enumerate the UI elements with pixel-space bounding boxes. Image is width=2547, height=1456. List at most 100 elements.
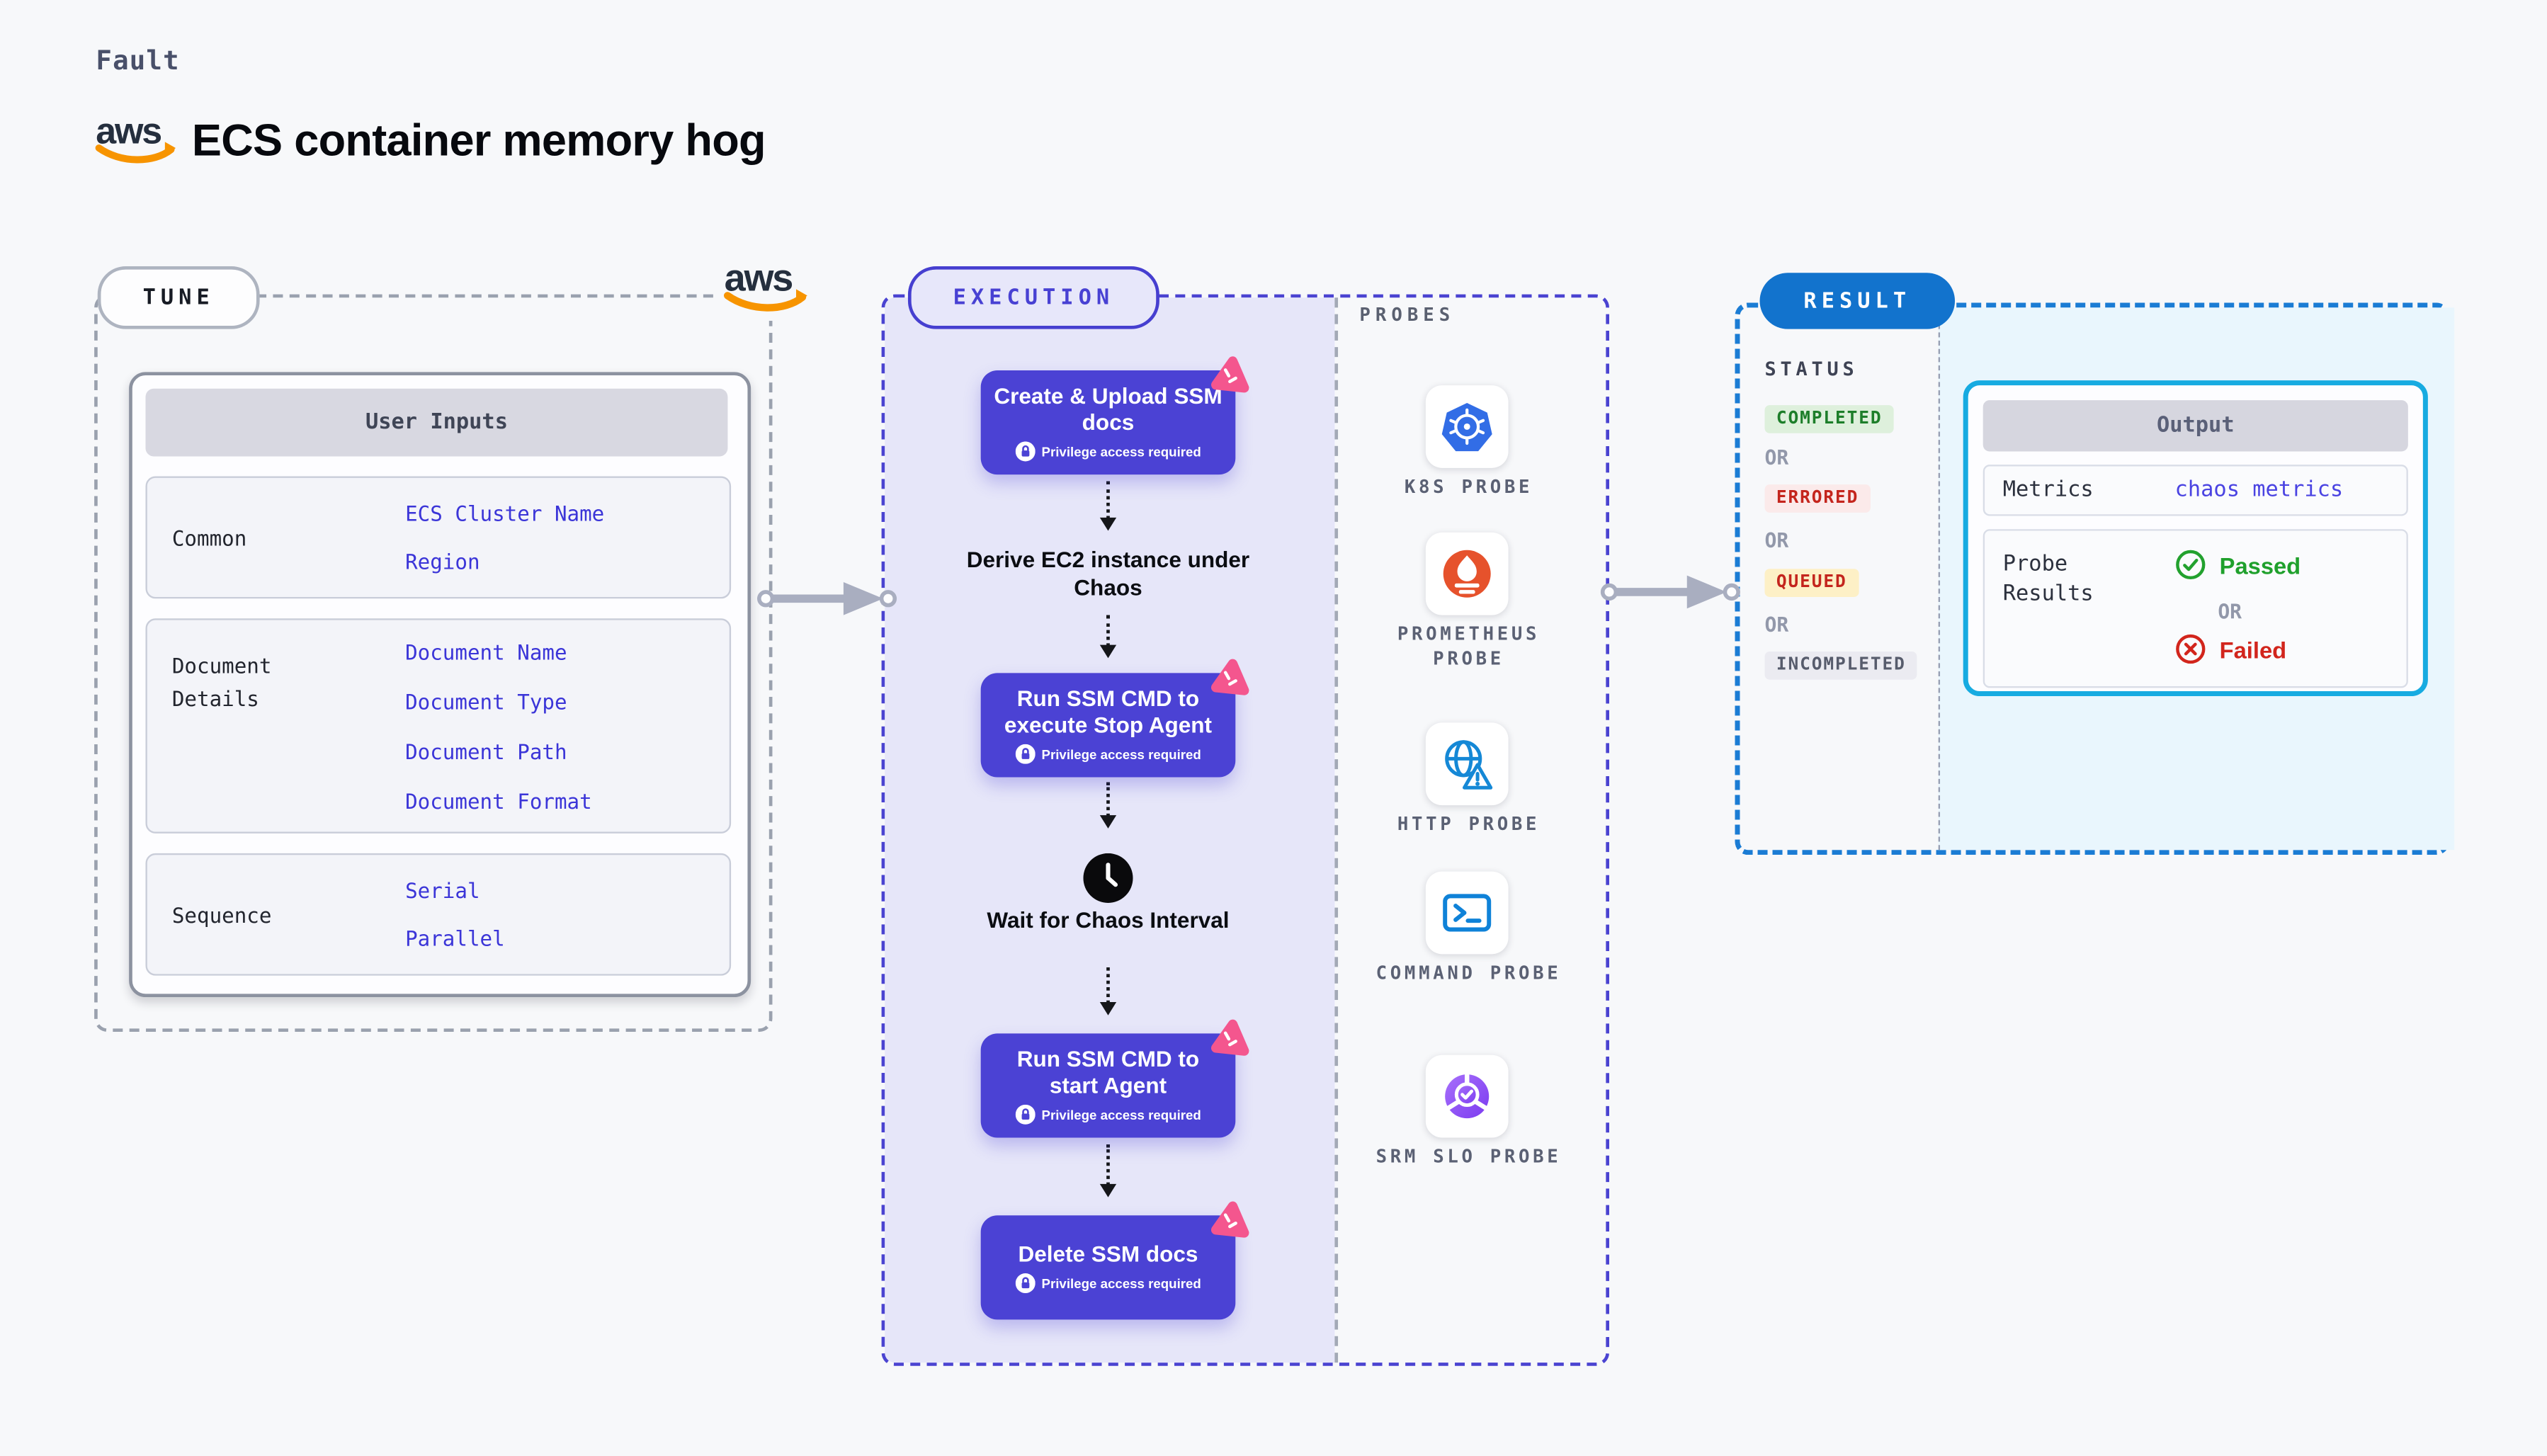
step-create-upload-ssm-docs: Create & Upload SSM docs Privilege acces… xyxy=(980,356,1249,475)
dotted-arrow xyxy=(1099,481,1117,531)
chaos-icon xyxy=(1210,659,1249,695)
privilege-badge: Privilege access required xyxy=(1015,1104,1201,1125)
http-probe-icon xyxy=(1445,740,1493,790)
result-divider xyxy=(1938,307,1941,851)
lock-icon xyxy=(1015,1104,1036,1125)
probe-card-http xyxy=(1425,722,1509,806)
input-group-document-details: Document Details Document Name Document … xyxy=(145,618,732,834)
input-value: Document Path xyxy=(405,739,567,764)
probe-card-srm-slo xyxy=(1425,1054,1509,1138)
input-value: Parallel xyxy=(405,926,505,951)
srm-slo-probe-icon xyxy=(1445,1073,1490,1119)
input-value: Document Format xyxy=(405,788,592,814)
privilege-badge-label: Privilege access required xyxy=(1041,443,1201,459)
probes-divider xyxy=(1334,297,1339,1363)
svg-text:aws: aws xyxy=(725,257,793,300)
step-title: Run SSM CMD to start Agent xyxy=(1016,1047,1200,1098)
lock-icon xyxy=(1015,744,1036,764)
probe-label: COMMAND PROBE xyxy=(1375,962,1562,984)
probe-results-label: Probe Results xyxy=(2002,552,2094,607)
step-wait-chaos-interval: Wait for Chaos Interval xyxy=(987,907,1230,933)
privilege-badge: Privilege access required xyxy=(1015,744,1201,764)
input-value: Serial xyxy=(405,877,480,903)
prometheus-icon xyxy=(1443,550,1491,598)
input-value: Region xyxy=(405,549,480,574)
privilege-badge: Privilege access required xyxy=(1015,441,1201,462)
probe-card-prometheus xyxy=(1425,532,1509,615)
input-value: ECS Cluster Name xyxy=(405,501,605,526)
arrow-icon xyxy=(1600,575,1740,609)
probe-passed: Passed xyxy=(2175,549,2301,580)
step-title: Create & Upload SSM docs xyxy=(994,383,1223,436)
passed-label: Passed xyxy=(2219,551,2301,579)
status-badge-completed: COMPLETED xyxy=(1764,405,1894,433)
execution-pill: EXECUTION xyxy=(907,266,1159,329)
privilege-badge-label: Privilege access required xyxy=(1041,1275,1201,1291)
user-inputs-title: User Inputs xyxy=(145,388,728,457)
status-badge-incompleted: INCOMPLETED xyxy=(1764,652,1918,680)
aws-logo-icon: aws xyxy=(723,257,807,312)
step-title: Run SSM CMD to execute Stop Agent xyxy=(1004,686,1213,738)
result-pill: RESULT xyxy=(1759,273,1956,329)
svg-text:aws: aws xyxy=(96,110,161,152)
x-circle-icon xyxy=(2176,634,2206,664)
privilege-badge: Privilege access required xyxy=(1015,1273,1201,1294)
user-inputs-card: User Inputs Common ECS Cluster Name Regi… xyxy=(129,372,751,998)
metrics-value: chaos metrics xyxy=(2174,477,2344,503)
dotted-arrow xyxy=(1099,615,1117,659)
input-group-sequence: Sequence Serial Parallel xyxy=(145,853,732,976)
group-label: Common xyxy=(171,525,247,551)
input-value: Document Name xyxy=(405,639,567,665)
lock-icon xyxy=(1015,441,1036,462)
input-group-common: Common ECS Cluster Name Region xyxy=(145,476,732,599)
tune-section xyxy=(94,294,773,1033)
step-run-ssm-stop-agent: Run SSM CMD to execute Stop Agent Privil… xyxy=(980,659,1249,778)
probe-card-command xyxy=(1425,871,1509,955)
command-probe-icon xyxy=(1443,894,1492,932)
status-badge-queued: QUEUED xyxy=(1764,569,1859,597)
probe-label: K8S PROBE xyxy=(1404,476,1533,498)
fault-eyebrow: Fault xyxy=(96,45,180,76)
privilege-badge-label: Privilege access required xyxy=(1041,1107,1201,1122)
step-run-ssm-start-agent: Run SSM CMD to start Agent Privilege acc… xyxy=(980,1019,1249,1138)
metrics-label: Metrics xyxy=(2002,477,2094,503)
probe-label: PROMETHEUS PROBE xyxy=(1397,623,1541,670)
or-label: OR xyxy=(1764,446,1789,470)
or-label: OR xyxy=(1764,529,1789,552)
lock-icon xyxy=(1015,1273,1036,1294)
check-circle-icon xyxy=(2176,550,2206,580)
status-heading: STATUS xyxy=(1764,357,1859,381)
probe-label: HTTP PROBE xyxy=(1397,813,1541,836)
step-title: Delete SSM docs xyxy=(1018,1241,1198,1267)
tune-pill: TUNE xyxy=(97,266,260,329)
or-label: OR xyxy=(2218,600,2242,624)
dotted-arrow xyxy=(1099,1144,1117,1198)
group-label: Document Details xyxy=(171,653,272,712)
clock-icon xyxy=(1083,853,1133,903)
kubernetes-icon xyxy=(1441,402,1492,452)
step-delete-ssm-docs: Delete SSM docs Privilege access require… xyxy=(980,1201,1249,1320)
probe-card-k8s xyxy=(1425,385,1509,468)
chaos-icon xyxy=(1210,1019,1249,1056)
aws-logo-icon: aws xyxy=(95,110,176,164)
dotted-arrow xyxy=(1099,967,1117,1016)
chaos-icon xyxy=(1210,356,1249,393)
dotted-arrow xyxy=(1099,782,1117,829)
failed-label: Failed xyxy=(2219,635,2287,663)
probes-heading: PROBES xyxy=(1359,304,1456,326)
status-badge-errored: ERRORED xyxy=(1764,484,1871,513)
privilege-badge-label: Privilege access required xyxy=(1041,746,1201,762)
probe-results-row: Probe Results Passed OR Failed xyxy=(1982,529,2408,688)
probe-label: SRM SLO PROBE xyxy=(1375,1146,1562,1168)
output-card: Output Metrics chaos metrics Probe Resul… xyxy=(1963,380,2428,697)
step-derive-ec2: Derive EC2 instance under Chaos xyxy=(966,547,1250,601)
aws-corner-logo: aws xyxy=(719,248,816,322)
group-label: Sequence xyxy=(171,902,272,928)
metrics-row: Metrics chaos metrics xyxy=(1982,465,2408,516)
input-value: Document Type xyxy=(405,689,567,715)
arrow-icon xyxy=(756,581,897,615)
page-title: ECS container memory hog xyxy=(191,115,766,166)
output-title: Output xyxy=(1982,400,2408,452)
chaos-icon xyxy=(1210,1201,1249,1238)
